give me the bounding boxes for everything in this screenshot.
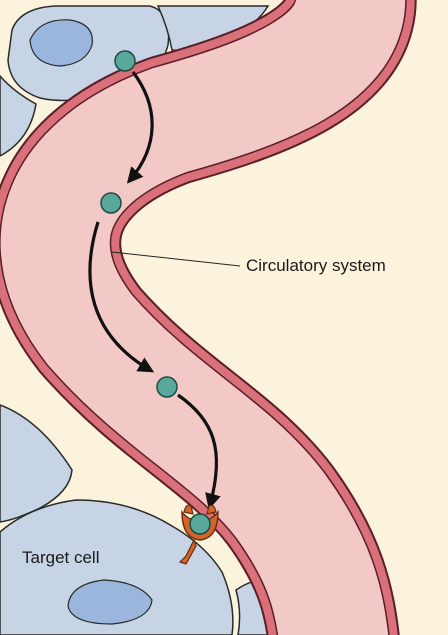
hormone-in-source-cell — [115, 51, 135, 71]
hormone-in-blood-2 — [157, 377, 177, 397]
circulatory-system-leader-line — [112, 252, 240, 266]
circulatory-system-label: Circulatory system — [246, 256, 386, 276]
target-cell-label: Target cell — [22, 548, 99, 568]
hormone-bound-to-receptor — [190, 514, 210, 534]
hormone-in-blood-1 — [101, 193, 121, 213]
